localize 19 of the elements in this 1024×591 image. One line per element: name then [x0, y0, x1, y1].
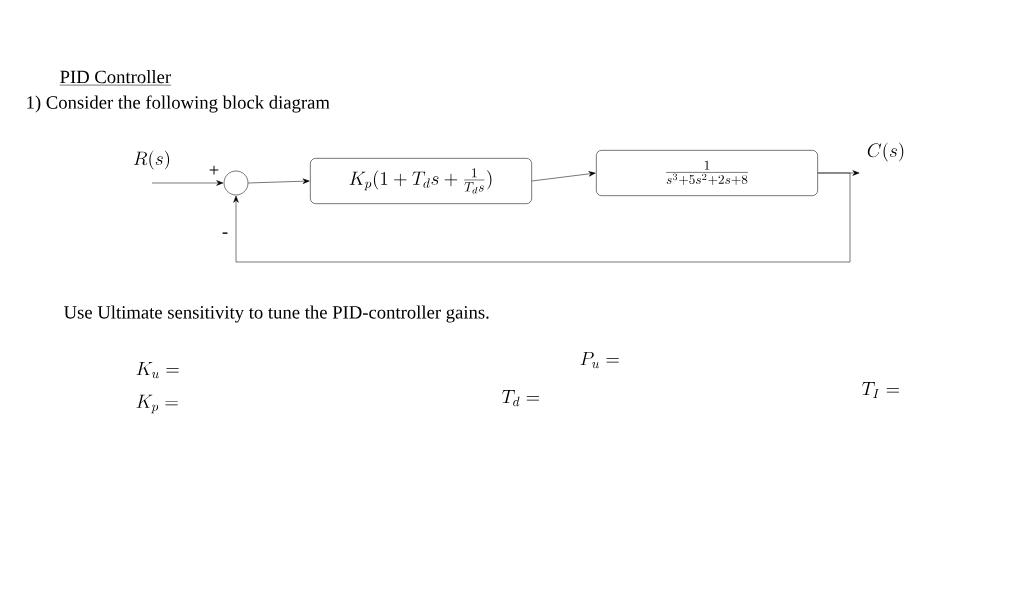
fill-in-formula: $K_p =$	[136, 394, 178, 414]
transfer-function-block: $\frac{1}{s^3+5s^2+2s+8}$	[596, 150, 818, 196]
fill-in-formula: $K_u =$	[136, 362, 179, 379]
summing-junction	[223, 170, 249, 196]
signal-label: $R(s)$	[133, 150, 170, 170]
arrow	[151, 180, 224, 186]
arrow	[248, 178, 310, 184]
instruction-text: 1) Consider the following block diagram	[27, 95, 330, 113]
sign-label: -	[222, 232, 228, 234]
instruction-text: Use Ultimate sensitivity to tune the PID-controller gains.	[64, 305, 489, 323]
fill-in-formula: $P_u =$	[580, 352, 619, 369]
signal-label: $C(s)$	[867, 142, 904, 162]
heading: PID Controller	[59, 70, 172, 86]
fill-in-formula: $T_d =$	[502, 390, 540, 407]
transfer-function-block: $K_p(1 + T_d s + \frac{1}{T_d s})$	[310, 158, 532, 204]
arrow	[233, 172, 851, 263]
sign-label: +	[209, 165, 219, 175]
fill-in-formula: $T_I =$	[862, 382, 900, 398]
arrow	[531, 171, 596, 182]
